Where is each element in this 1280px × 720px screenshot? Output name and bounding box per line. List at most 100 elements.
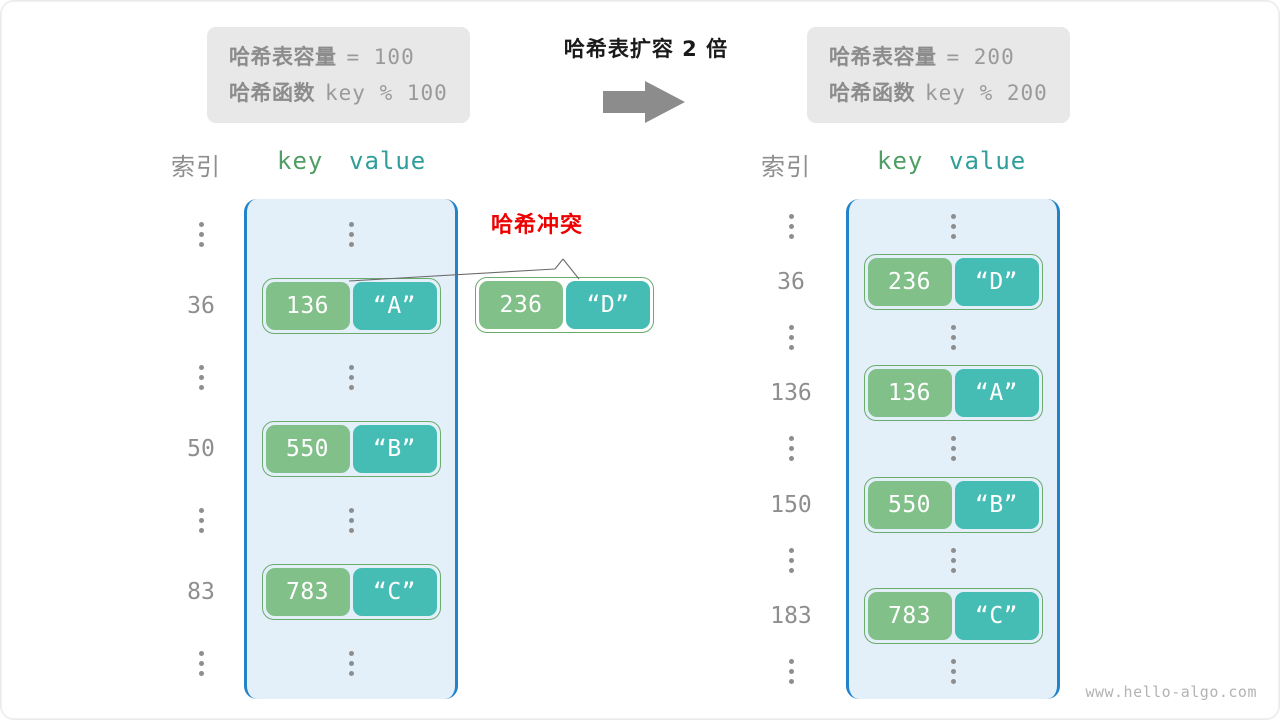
collision-leader-lines <box>348 258 580 282</box>
left-capacity-line: 哈希表容量 = 100 <box>229 41 448 71</box>
index-ellipsis <box>746 310 836 366</box>
bucket-ellipsis-slot <box>849 310 1057 366</box>
pair-key: 550 <box>867 480 952 529</box>
vertical-ellipsis-icon <box>198 507 204 533</box>
right-value-header: value <box>949 147 1027 175</box>
vertical-ellipsis-icon <box>348 650 354 676</box>
right-capacity-value: = 200 <box>946 45 1015 69</box>
index-label: 183 <box>770 602 812 629</box>
pair-key: 550 <box>265 424 350 473</box>
pair-value: “C” <box>352 567 437 616</box>
right-key-header: key <box>877 147 924 175</box>
colliding-pair-key: 236 <box>479 281 563 329</box>
key-value-pair: 783“C” <box>261 563 441 620</box>
hash-collision-label: 哈希冲突 <box>491 213 584 238</box>
index-ellipsis <box>746 421 836 477</box>
bucket-ellipsis-slot <box>849 643 1057 699</box>
colliding-key-value-pair: 236 “D” <box>475 277 654 333</box>
vertical-ellipsis-icon <box>788 658 794 684</box>
bucket-slot: 136“A” <box>849 365 1057 422</box>
left-capacity-value: = 100 <box>346 45 415 69</box>
key-value-pair: 236“D” <box>863 254 1043 311</box>
site-watermark: www.hello-algo.com <box>1085 683 1257 701</box>
colliding-pair-value: “D” <box>566 281 650 329</box>
bucket-slot: 136“A” <box>247 270 455 341</box>
pair-key: 783 <box>867 591 952 640</box>
index-ellipsis <box>156 199 246 270</box>
index-label: 50 <box>187 435 215 462</box>
left-value-header: value <box>349 147 427 175</box>
pair-value: “A” <box>352 282 437 331</box>
pair-value: “A” <box>954 369 1039 418</box>
index-label: 36 <box>777 269 805 296</box>
vertical-ellipsis-icon <box>950 436 956 462</box>
vertical-ellipsis-icon <box>788 214 794 240</box>
bucket-ellipsis-slot <box>247 342 455 413</box>
left-index-header: 索引 <box>171 153 221 181</box>
right-function-line: 哈希函数 key % 200 <box>829 77 1048 107</box>
pair-value: “B” <box>954 480 1039 529</box>
index-label: 36 <box>187 293 215 320</box>
index-ellipsis <box>156 485 246 556</box>
right-capacity-label: 哈希表容量 <box>829 45 937 69</box>
index-label: 136 <box>770 380 812 407</box>
vertical-ellipsis-icon <box>950 325 956 351</box>
index-label: 150 <box>770 491 812 518</box>
bucket-slot: 550“B” <box>849 476 1057 533</box>
bucket-ellipsis-slot <box>849 532 1057 588</box>
left-function-label: 哈希函数 <box>229 81 315 105</box>
bucket-ellipsis-slot <box>247 485 455 556</box>
bucket-ellipsis-slot <box>247 199 455 270</box>
vertical-ellipsis-icon <box>788 547 794 573</box>
pair-value: “C” <box>954 591 1039 640</box>
vertical-ellipsis-icon <box>198 365 204 391</box>
pair-key: 136 <box>265 282 350 331</box>
vertical-ellipsis-icon <box>198 222 204 248</box>
index-ellipsis <box>156 628 246 699</box>
bucket-slot: 236“D” <box>849 254 1057 311</box>
vertical-ellipsis-icon <box>788 325 794 351</box>
bucket-slot: 783“C” <box>849 587 1057 644</box>
right-index-column: 36 136 150 183 <box>746 199 836 699</box>
left-function-line: 哈希函数 key % 100 <box>229 77 448 107</box>
left-key-header: key <box>277 147 324 175</box>
key-value-pair: 136“A” <box>261 278 441 335</box>
pair-key: 783 <box>265 567 350 616</box>
left-hash-table-bucket: 136“A” 550“B” 783“C” <box>244 199 458 699</box>
index-ellipsis <box>746 643 836 699</box>
right-index-header: 索引 <box>761 153 811 181</box>
pair-key: 236 <box>867 258 952 307</box>
left-hashtable-info-box: 哈希表容量 = 100 哈希函数 key % 100 <box>207 27 470 123</box>
right-function-value: key % 200 <box>925 81 1048 105</box>
vertical-ellipsis-icon <box>950 547 956 573</box>
vertical-ellipsis-icon <box>348 222 354 248</box>
pair-value: “D” <box>954 258 1039 307</box>
bucket-ellipsis-slot <box>247 628 455 699</box>
pair-key: 136 <box>867 369 952 418</box>
right-arrow-icon <box>603 81 685 123</box>
right-hash-table-bucket: 236“D” 136“A” 550“B” 783“C” <box>846 199 1060 699</box>
vertical-ellipsis-icon <box>788 436 794 462</box>
pair-value: “B” <box>352 424 437 473</box>
bucket-ellipsis-slot <box>849 199 1057 255</box>
key-value-pair: 136“A” <box>863 365 1043 422</box>
left-index-column: 36 50 83 <box>156 199 246 699</box>
vertical-ellipsis-icon <box>348 365 354 391</box>
key-value-pair: 783“C” <box>863 587 1043 644</box>
right-capacity-line: 哈希表容量 = 200 <box>829 41 1048 71</box>
index-ellipsis <box>746 199 836 255</box>
right-hashtable-info-box: 哈希表容量 = 200 哈希函数 key % 200 <box>807 27 1070 123</box>
transform-caption: 哈希表扩容 2 倍 <box>563 37 729 61</box>
right-function-label: 哈希函数 <box>829 81 915 105</box>
bucket-slot: 550“B” <box>247 413 455 484</box>
vertical-ellipsis-icon <box>348 507 354 533</box>
vertical-ellipsis-icon <box>950 214 956 240</box>
index-ellipsis <box>156 342 246 413</box>
key-value-pair: 550“B” <box>863 476 1043 533</box>
vertical-ellipsis-icon <box>950 658 956 684</box>
left-function-value: key % 100 <box>325 81 448 105</box>
index-label: 83 <box>187 578 215 605</box>
index-ellipsis <box>746 532 836 588</box>
bucket-slot: 783“C” <box>247 556 455 627</box>
